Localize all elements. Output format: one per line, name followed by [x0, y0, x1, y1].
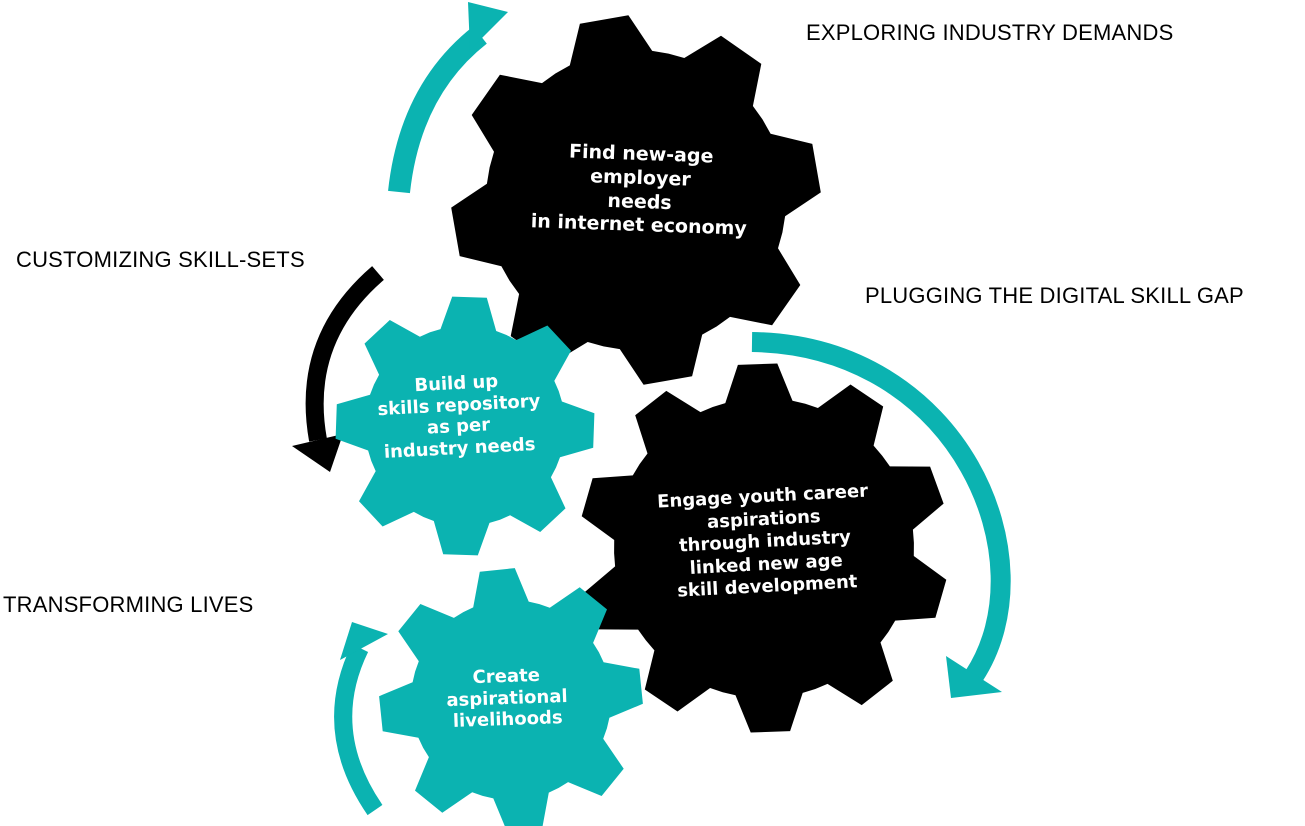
gear-create [379, 568, 643, 826]
gear-create-label: Create aspirational livelihoods [431, 663, 583, 733]
gear-build-label: Build up skills repository as per indust… [376, 369, 541, 464]
heading-plugging: PLUGGING THE DIGITAL SKILL GAP [865, 283, 1244, 308]
transforming-arrow-head [340, 622, 388, 660]
transforming-arrow [334, 644, 383, 816]
plugging-arrow [751, 332, 1011, 682]
exploring-arrow-head [468, 2, 508, 50]
gear-find-label: Find new-age employer needs in internet … [523, 139, 756, 242]
exploring-arrow [388, 26, 487, 194]
gear-build [335, 296, 595, 556]
customizing-arrow-head [292, 434, 343, 472]
heading-exploring: EXPLORING INDUSTRY DEMANDS [806, 20, 1174, 45]
gear-engage-label: Engage youth career aspirations through … [642, 480, 888, 605]
heading-transforming: TRANSFORMING LIVES [3, 592, 254, 617]
gear-find [451, 15, 821, 385]
plugging-arrow-head [946, 656, 1002, 698]
gear-engage [581, 363, 947, 733]
heading-customizing: CUSTOMIZING SKILL-SETS [16, 247, 305, 272]
customizing-arrow [305, 266, 384, 442]
